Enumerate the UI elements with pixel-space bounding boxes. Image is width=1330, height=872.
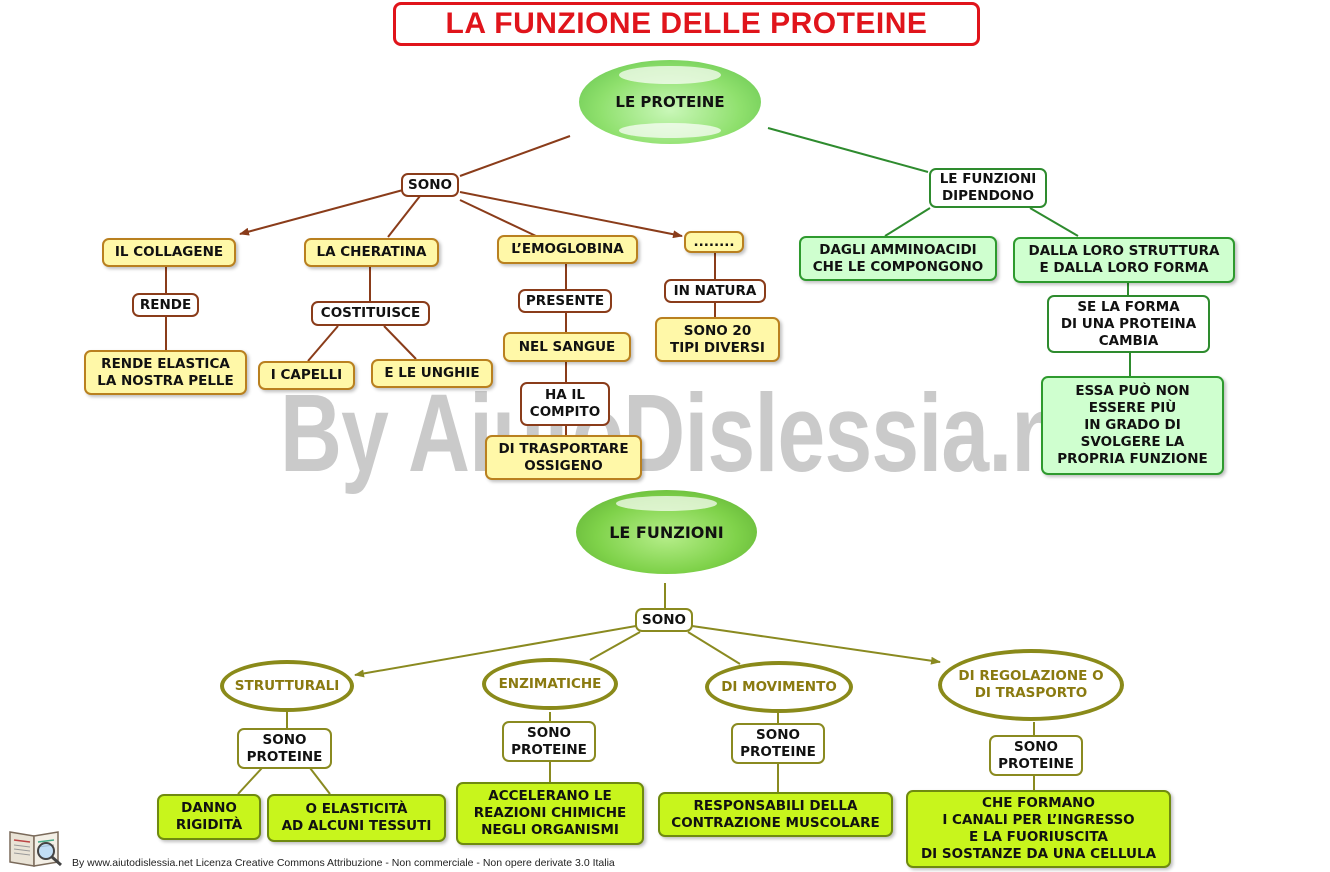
book-logo-icon xyxy=(6,824,64,868)
other-proteins-node: ........ xyxy=(684,231,744,253)
root-bubble-proteine: LE PROTEINE xyxy=(579,60,761,144)
collagene-node: IL COLLAGENE xyxy=(102,238,236,267)
accelerano-node: ACCELERANO LE REAZIONI CHIMICHE NEGLI OR… xyxy=(456,782,644,845)
strutturali-sono-proteine: SONO PROTEINE xyxy=(237,728,332,769)
amminoacidi-node: DAGLI AMMINOACIDI CHE LE COMPONGONO xyxy=(799,236,997,281)
movimento-oval: DI MOVIMENTO xyxy=(705,661,853,713)
conseguenza-node: ESSA PUÒ NON ESSERE PIÙ IN GRADO DI SVOL… xyxy=(1041,376,1224,475)
unghie-node: E LE UNGHIE xyxy=(371,359,493,388)
strutturali-oval: STRUTTURALI xyxy=(220,660,354,712)
sono-node-bottom: SONO xyxy=(635,608,693,632)
nel-sangue-node: NEL SANGUE xyxy=(503,332,631,362)
regolazione-oval: DI REGOLAZIONE O DI TRASPORTO xyxy=(938,649,1124,721)
root-bubble-funzioni: LE FUNZIONI xyxy=(576,490,757,574)
struttura-forma-node: DALLA LORO STRUTTURA E DALLA LORO FORMA xyxy=(1013,237,1235,283)
root-bubble-funzioni-label: LE FUNZIONI xyxy=(609,522,724,542)
forma-cambia-node: SE LA FORMA DI UNA PROTEINA CAMBIA xyxy=(1047,295,1210,353)
regolazione-sono-proteine: SONO PROTEINE xyxy=(989,735,1083,776)
license-footer: By www.aiutodislessia.net Licenza Creati… xyxy=(72,857,615,869)
venti-tipi-node: SONO 20 TIPI DIVERSI xyxy=(655,317,780,362)
movimento-sono-proteine: SONO PROTEINE xyxy=(731,723,825,764)
ha-il-compito-node: HA IL COMPITO xyxy=(520,382,610,426)
costituisce-node: COSTITUISCE xyxy=(311,301,430,326)
rigidita-node: DANNO RIGIDITÀ xyxy=(157,794,261,840)
sono-node-top: SONO xyxy=(401,173,459,197)
enzimatiche-sono-proteine: SONO PROTEINE xyxy=(502,721,596,762)
funzioni-dipendono-node: LE FUNZIONI DIPENDONO xyxy=(929,168,1047,208)
in-natura-node: IN NATURA xyxy=(664,279,766,303)
capelli-node: I CAPELLI xyxy=(258,361,355,390)
trasportare-ossigeno-node: DI TRASPORTARE OSSIGENO xyxy=(485,435,642,480)
rende-node: RENDE xyxy=(132,293,199,317)
presente-node: PRESENTE xyxy=(518,289,612,313)
collagene-result-node: RENDE ELASTICA LA NOSTRA PELLE xyxy=(84,350,247,395)
emoglobina-node: L’EMOGLOBINA xyxy=(497,235,638,264)
root-bubble-proteine-label: LE PROTEINE xyxy=(615,93,725,111)
watermark-text: By AiutoDislessia.net xyxy=(280,372,1139,495)
cheratina-node: LA CHERATINA xyxy=(304,238,439,267)
contrazione-node: RESPONSABILI DELLA CONTRAZIONE MUSCOLARE xyxy=(658,792,893,837)
page-title: LA FUNZIONE DELLE PROTEINE xyxy=(393,2,980,46)
enzimatiche-oval: ENZIMATICHE xyxy=(482,658,618,710)
elasticita-node: O ELASTICITÀ AD ALCUNI TESSUTI xyxy=(267,794,446,842)
canali-node: CHE FORMANO I CANALI PER L’INGRESSO E LA… xyxy=(906,790,1171,868)
